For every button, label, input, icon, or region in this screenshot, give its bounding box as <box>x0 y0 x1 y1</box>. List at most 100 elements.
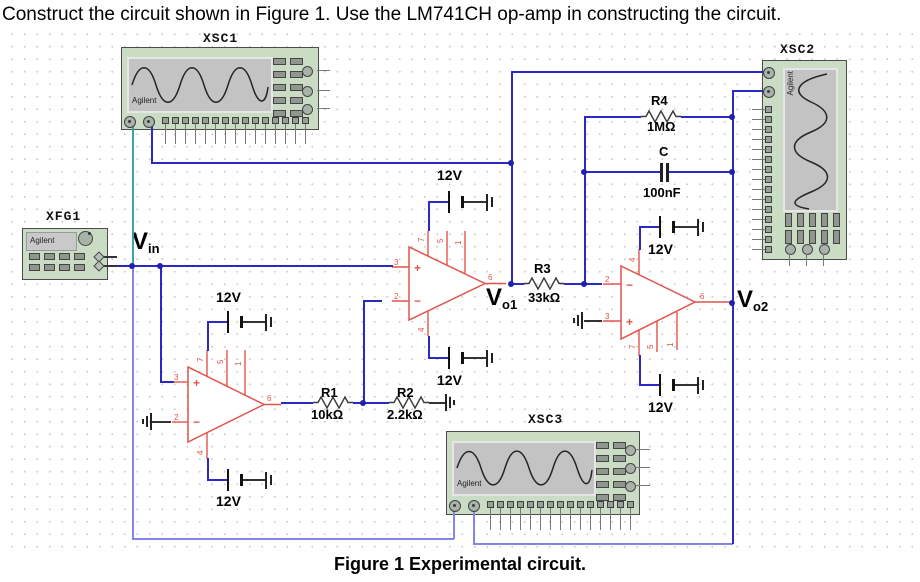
battery-right-top-lead1 <box>639 226 659 228</box>
right-minus-sign: − <box>626 278 633 292</box>
xsc2-terminal[interactable] <box>765 216 772 223</box>
battery-left-bottom-plate2 <box>240 474 243 486</box>
opamp-left[interactable]: + − 3 2 7 5 1 4 6 <box>170 350 290 465</box>
junction-dot <box>729 300 735 306</box>
xsc2-button <box>785 213 792 227</box>
xsc1-terminal[interactable] <box>292 117 299 124</box>
xsc1-waveform <box>131 67 269 103</box>
battery-right-bottom[interactable] <box>659 374 661 396</box>
wire <box>429 402 445 404</box>
xsc3-terminal[interactable] <box>547 501 554 508</box>
xsc1-terminal[interactable] <box>262 117 269 124</box>
supply-label-left-top: 12V <box>216 289 241 305</box>
xsc3-terminal[interactable] <box>607 501 614 508</box>
resistor-r1[interactable] <box>313 395 353 410</box>
resistor-r2[interactable] <box>389 395 429 410</box>
left-pin6: 6 <box>267 394 272 403</box>
xsc1-terminal[interactable] <box>162 117 169 124</box>
opamp-middle[interactable]: + − 3 2 7 5 1 4 6 <box>389 230 509 342</box>
xsc2-terminal[interactable] <box>765 116 772 123</box>
battery-mid-bottom-lead2 <box>464 357 486 359</box>
xsc1-terminal-stub <box>175 124 176 144</box>
xsc1-terminal[interactable] <box>172 117 179 124</box>
ground-right-opamp-bar3 <box>573 318 575 323</box>
battery-left-top[interactable] <box>227 311 229 333</box>
wire <box>584 171 660 173</box>
xsc3-terminal[interactable] <box>537 501 544 508</box>
xsc2-terminal[interactable] <box>765 176 772 183</box>
xsc2-terminal[interactable] <box>765 106 772 113</box>
xsc1-terminal[interactable] <box>232 117 239 124</box>
wire <box>639 355 641 386</box>
xsc2-terminal[interactable] <box>765 156 772 163</box>
battery-mid-top[interactable] <box>448 191 450 213</box>
xsc3-terminal-stub <box>550 508 551 530</box>
xsc1-terminal[interactable] <box>272 117 279 124</box>
xsc1-terminal[interactable] <box>302 117 309 124</box>
xsc3-terminal-stub <box>540 508 541 530</box>
xsc1-terminal[interactable] <box>282 117 289 124</box>
battery-left-bottom-ground-bar <box>265 472 267 489</box>
xsc1-terminal-stub <box>305 124 306 144</box>
xsc1-terminal[interactable] <box>242 117 249 124</box>
xsc1-terminal[interactable] <box>202 117 209 124</box>
xsc1-button <box>273 71 286 78</box>
right-pin7: 7 <box>628 344 637 349</box>
xsc1-terminal[interactable] <box>222 117 229 124</box>
xsc3-terminal[interactable] <box>507 501 514 508</box>
xsc3-terminal-stub <box>620 508 621 530</box>
xsc3-terminal[interactable] <box>497 501 504 508</box>
xsc2-terminal[interactable] <box>765 206 772 213</box>
capacitor-c[interactable] <box>660 163 663 182</box>
resistor-r3[interactable] <box>524 276 564 291</box>
xsc2-terminal[interactable] <box>765 126 772 133</box>
xsc3-terminal[interactable] <box>617 501 624 508</box>
xsc2-terminal[interactable] <box>765 186 772 193</box>
xsc2-terminal[interactable] <box>765 166 772 173</box>
xsc3-terminal[interactable] <box>627 501 634 508</box>
xsc3-terminal-stub <box>500 508 501 530</box>
right-pin5: 5 <box>646 344 655 349</box>
battery-left-bottom-ground-tick <box>270 475 272 485</box>
xsc3-terminal[interactable] <box>567 501 574 508</box>
xsc2-knob <box>802 244 813 255</box>
opamp-right[interactable]: − + 2 3 4 7 5 1 6 <box>601 246 736 358</box>
xsc1-terminal[interactable] <box>192 117 199 124</box>
wire <box>732 117 734 303</box>
battery-left-bottom-lead1 <box>207 479 227 481</box>
xsc1-terminal[interactable] <box>182 117 189 124</box>
xsc3-terminal[interactable] <box>587 501 594 508</box>
wire <box>160 266 162 383</box>
battery-right-top-ground-bar <box>697 219 699 236</box>
xsc3-terminal[interactable] <box>557 501 564 508</box>
xsc3-terminal[interactable] <box>517 501 524 508</box>
xsc2-terminal[interactable] <box>765 246 772 253</box>
xsc2-terminal[interactable] <box>765 136 772 143</box>
junction-dot <box>508 160 514 166</box>
wire <box>732 90 768 92</box>
battery-right-top-lead2 <box>675 226 697 228</box>
ground-right-opamp-bar2 <box>577 315 579 326</box>
wire <box>511 71 768 73</box>
battery-left-bottom[interactable] <box>227 469 229 491</box>
xsc2-terminal[interactable] <box>765 226 772 233</box>
wire <box>151 162 513 164</box>
xsc2-terminal[interactable] <box>765 196 772 203</box>
xsc3-terminal[interactable] <box>577 501 584 508</box>
xsc1-brand-text: Agilent <box>132 96 157 105</box>
xfg1-button <box>44 264 55 271</box>
battery-right-bottom-ground-bar <box>697 377 699 394</box>
battery-mid-bottom[interactable] <box>448 347 450 369</box>
battery-right-top[interactable] <box>659 216 661 238</box>
xsc3-terminal[interactable] <box>487 501 494 508</box>
junction-dot <box>581 281 587 287</box>
xsc2-terminal[interactable] <box>765 146 772 153</box>
resistor-r4[interactable] <box>641 109 681 124</box>
xsc1-terminal[interactable] <box>212 117 219 124</box>
xsc3-terminal[interactable] <box>527 501 534 508</box>
xsc2-terminal[interactable] <box>765 236 772 243</box>
ground-r2-bar3 <box>453 400 455 405</box>
xsc3-terminal[interactable] <box>597 501 604 508</box>
wire <box>584 116 641 118</box>
xsc1-terminal[interactable] <box>252 117 259 124</box>
